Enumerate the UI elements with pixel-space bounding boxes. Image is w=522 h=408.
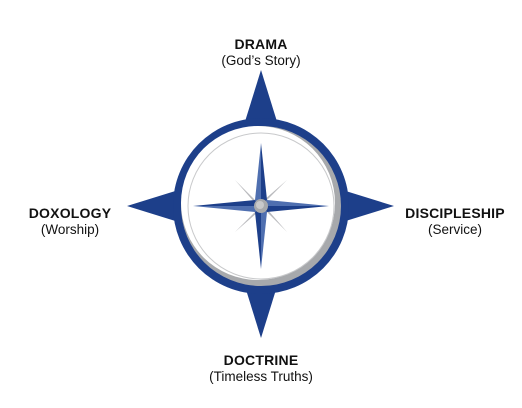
label-bottom-title: DOCTRINE	[223, 352, 299, 368]
center-hub-highlight	[256, 201, 264, 209]
west-point	[127, 188, 185, 224]
label-right-subtitle: (Service)	[427, 221, 482, 237]
needle-nw	[235, 180, 261, 206]
needle-n-right	[261, 143, 267, 206]
label-top-subtitle: (God’s Story)	[221, 52, 301, 68]
needle-e-top	[261, 200, 329, 206]
needle-sw	[235, 206, 261, 232]
needle-e-bottom	[261, 206, 329, 212]
south-point	[243, 280, 279, 338]
needle-ne	[261, 180, 287, 206]
inner-grey-line	[187, 132, 335, 280]
needle-se	[261, 206, 287, 232]
east-point	[336, 188, 394, 224]
needle-s-right	[261, 206, 267, 269]
label-right: DISCIPLESHIP (Service)	[392, 205, 518, 238]
label-left-subtitle: (Worship)	[40, 221, 100, 237]
label-top: DRAMA (God’s Story)	[181, 36, 341, 69]
label-right-title: DISCIPLESHIP	[405, 205, 505, 221]
needle-s-left	[255, 206, 261, 269]
label-bottom-subtitle: (Timeless Truths)	[209, 368, 313, 384]
north-point	[243, 70, 279, 128]
label-top-title: DRAMA	[234, 36, 288, 52]
needle-n-left	[255, 143, 261, 206]
label-bottom: DOCTRINE (Timeless Truths)	[176, 352, 346, 385]
label-left-title: DOXOLOGY	[28, 205, 112, 221]
label-left: DOXOLOGY (Worship)	[8, 205, 132, 238]
needle-w-top	[193, 200, 261, 206]
needle-w-bottom	[193, 206, 261, 212]
